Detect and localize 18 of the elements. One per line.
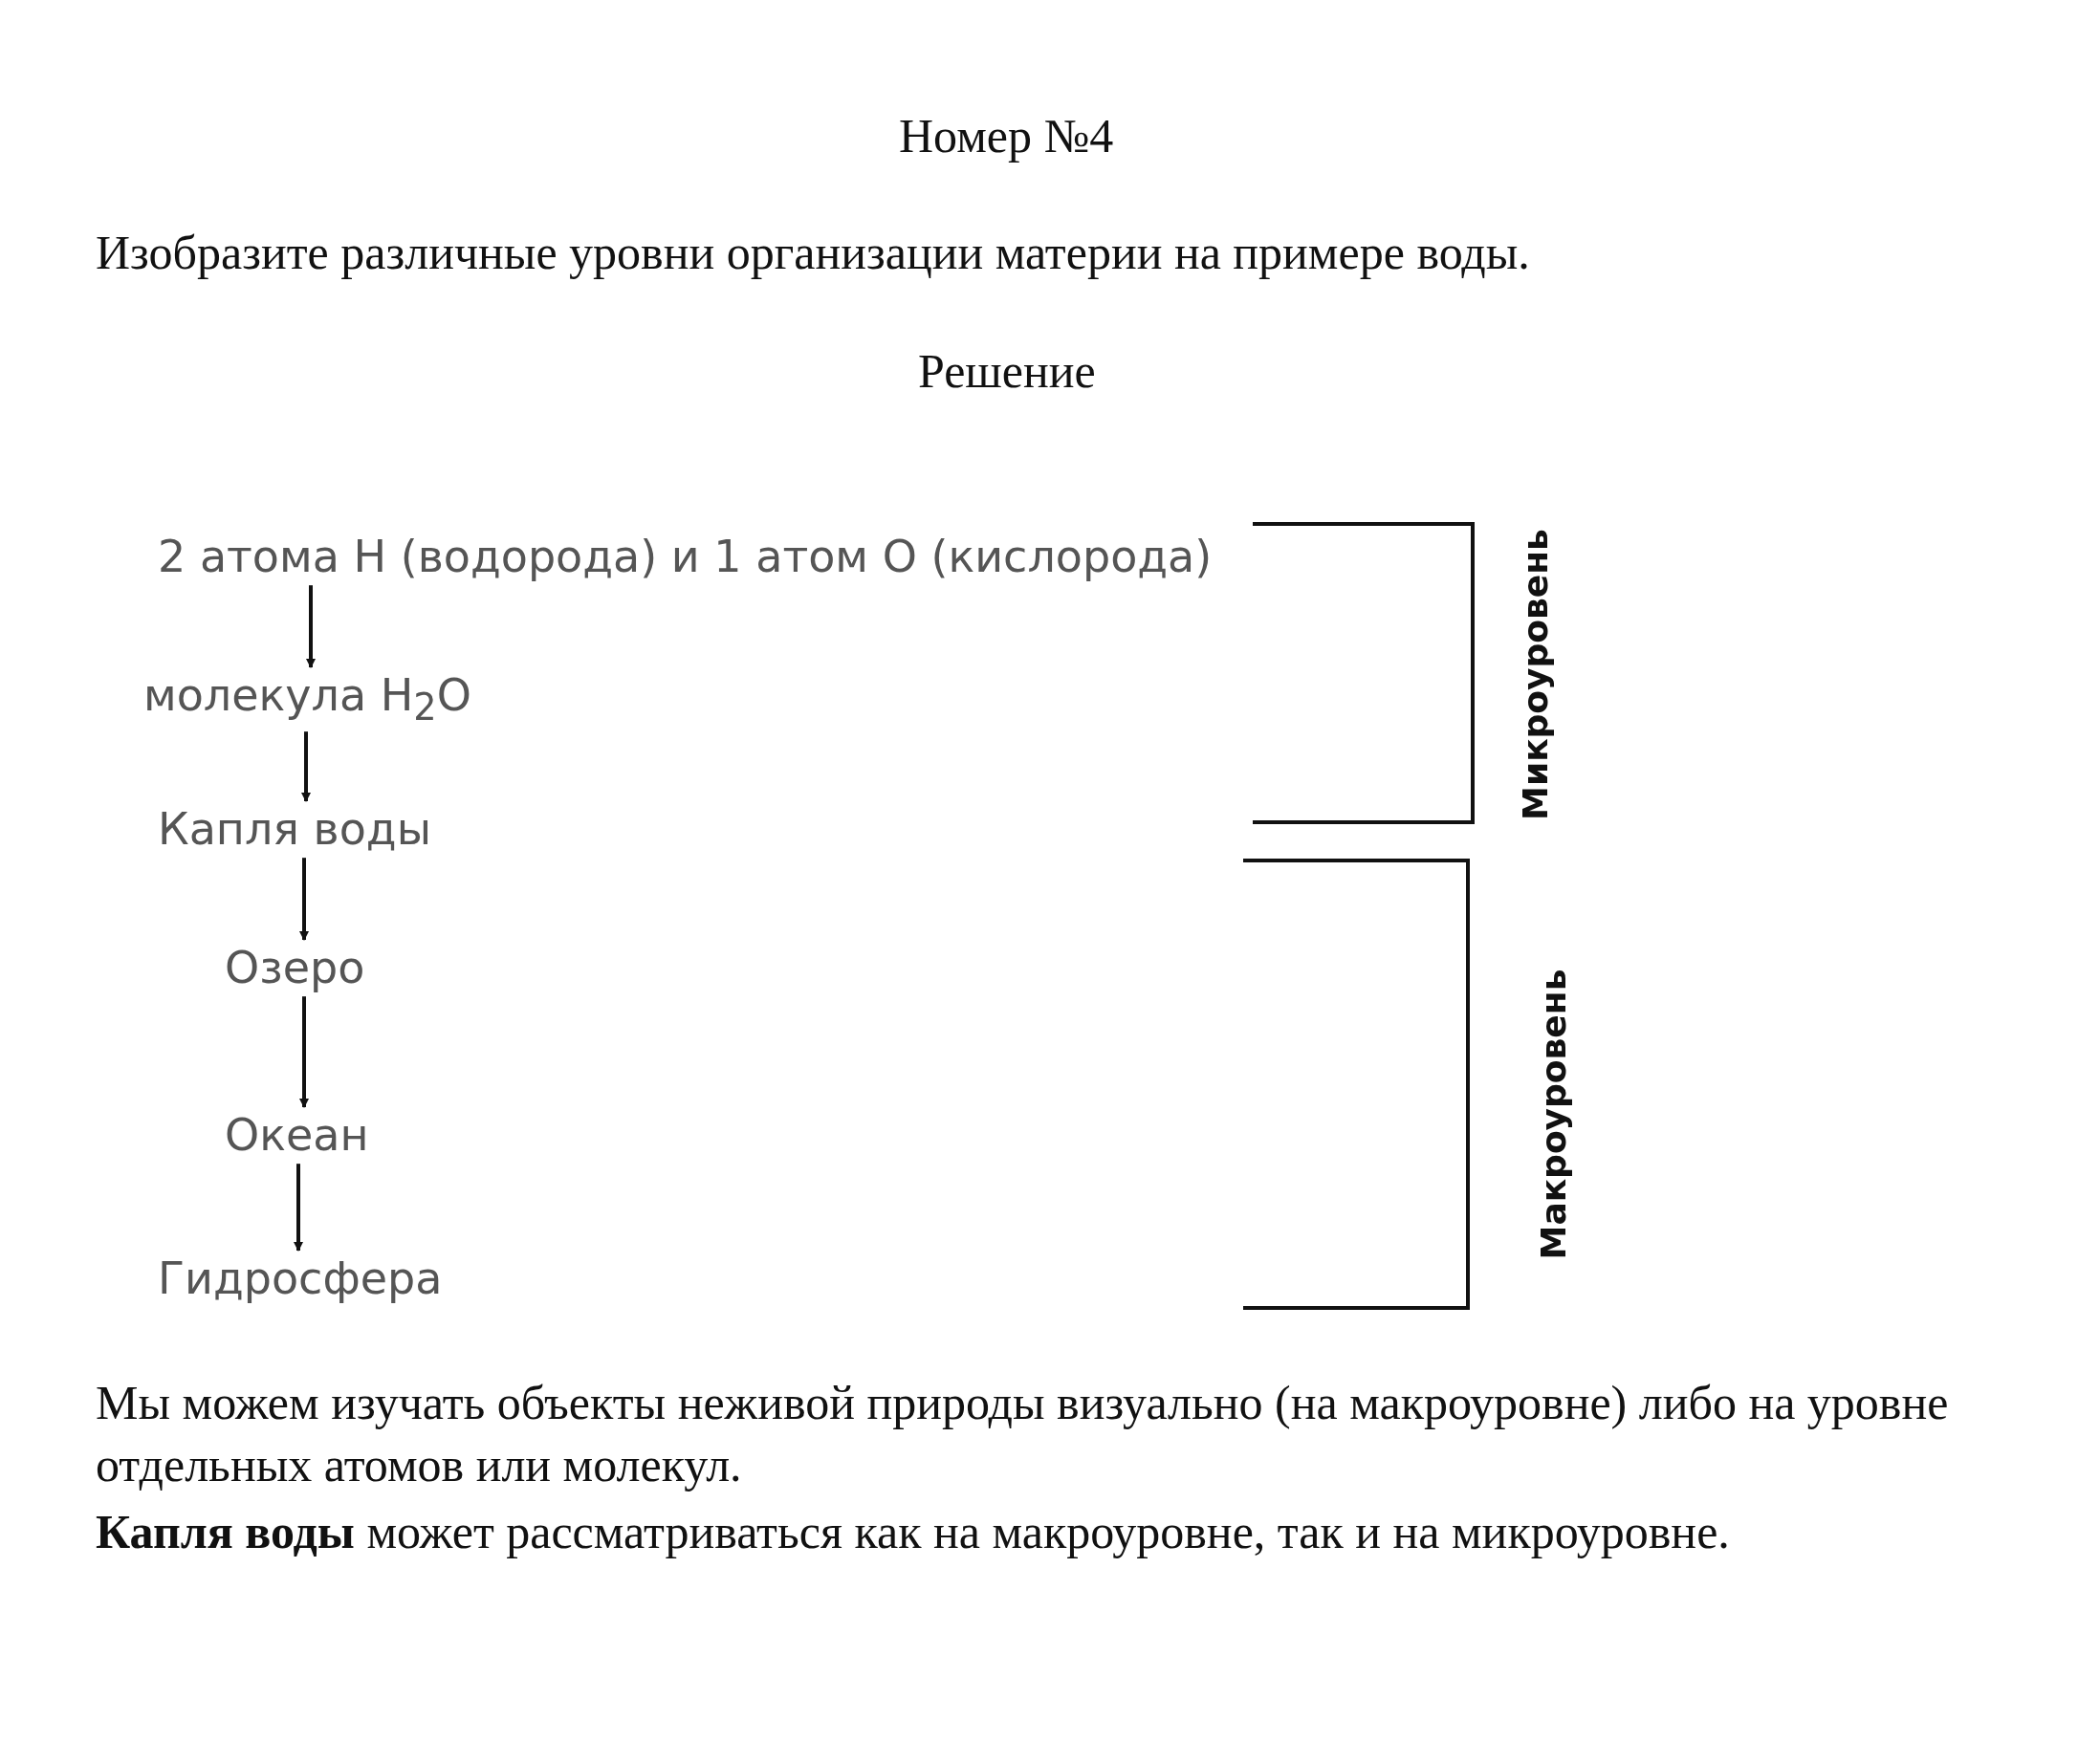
arrow xyxy=(299,996,309,1108)
arrow xyxy=(301,731,311,802)
page-title: Номер №4 xyxy=(899,108,1114,164)
paragraph: Капля воды может рассматриваться как на макроуровне, так и на микроуровне. xyxy=(96,1504,1731,1560)
heading: Решение xyxy=(918,343,1096,400)
flow-text: Гидросфера xyxy=(158,1252,443,1306)
flow-text: Океан xyxy=(225,1109,369,1163)
arrow xyxy=(306,585,316,668)
flow-text: 2 атома H (водорода) и 1 атом O (кислорода) xyxy=(158,531,1213,584)
paragraph: Мы можем изучать объекты неживой природы визуально (на макроуровне) либо на уровне отдельных атомов или молекул. xyxy=(96,1375,1950,1493)
task-text: Изобразите различные уровни организации материи на примере воды. xyxy=(96,225,1530,281)
arrow xyxy=(299,858,309,941)
arrow xyxy=(294,1164,303,1252)
level-label: Микроуровень xyxy=(1515,528,1555,820)
flow-text: молекула H$_{2}$O xyxy=(143,669,471,730)
flow-text: Озеро xyxy=(225,942,365,995)
flow-text: Капля воды xyxy=(158,803,431,857)
level-label: Макроуровень xyxy=(1534,969,1574,1259)
